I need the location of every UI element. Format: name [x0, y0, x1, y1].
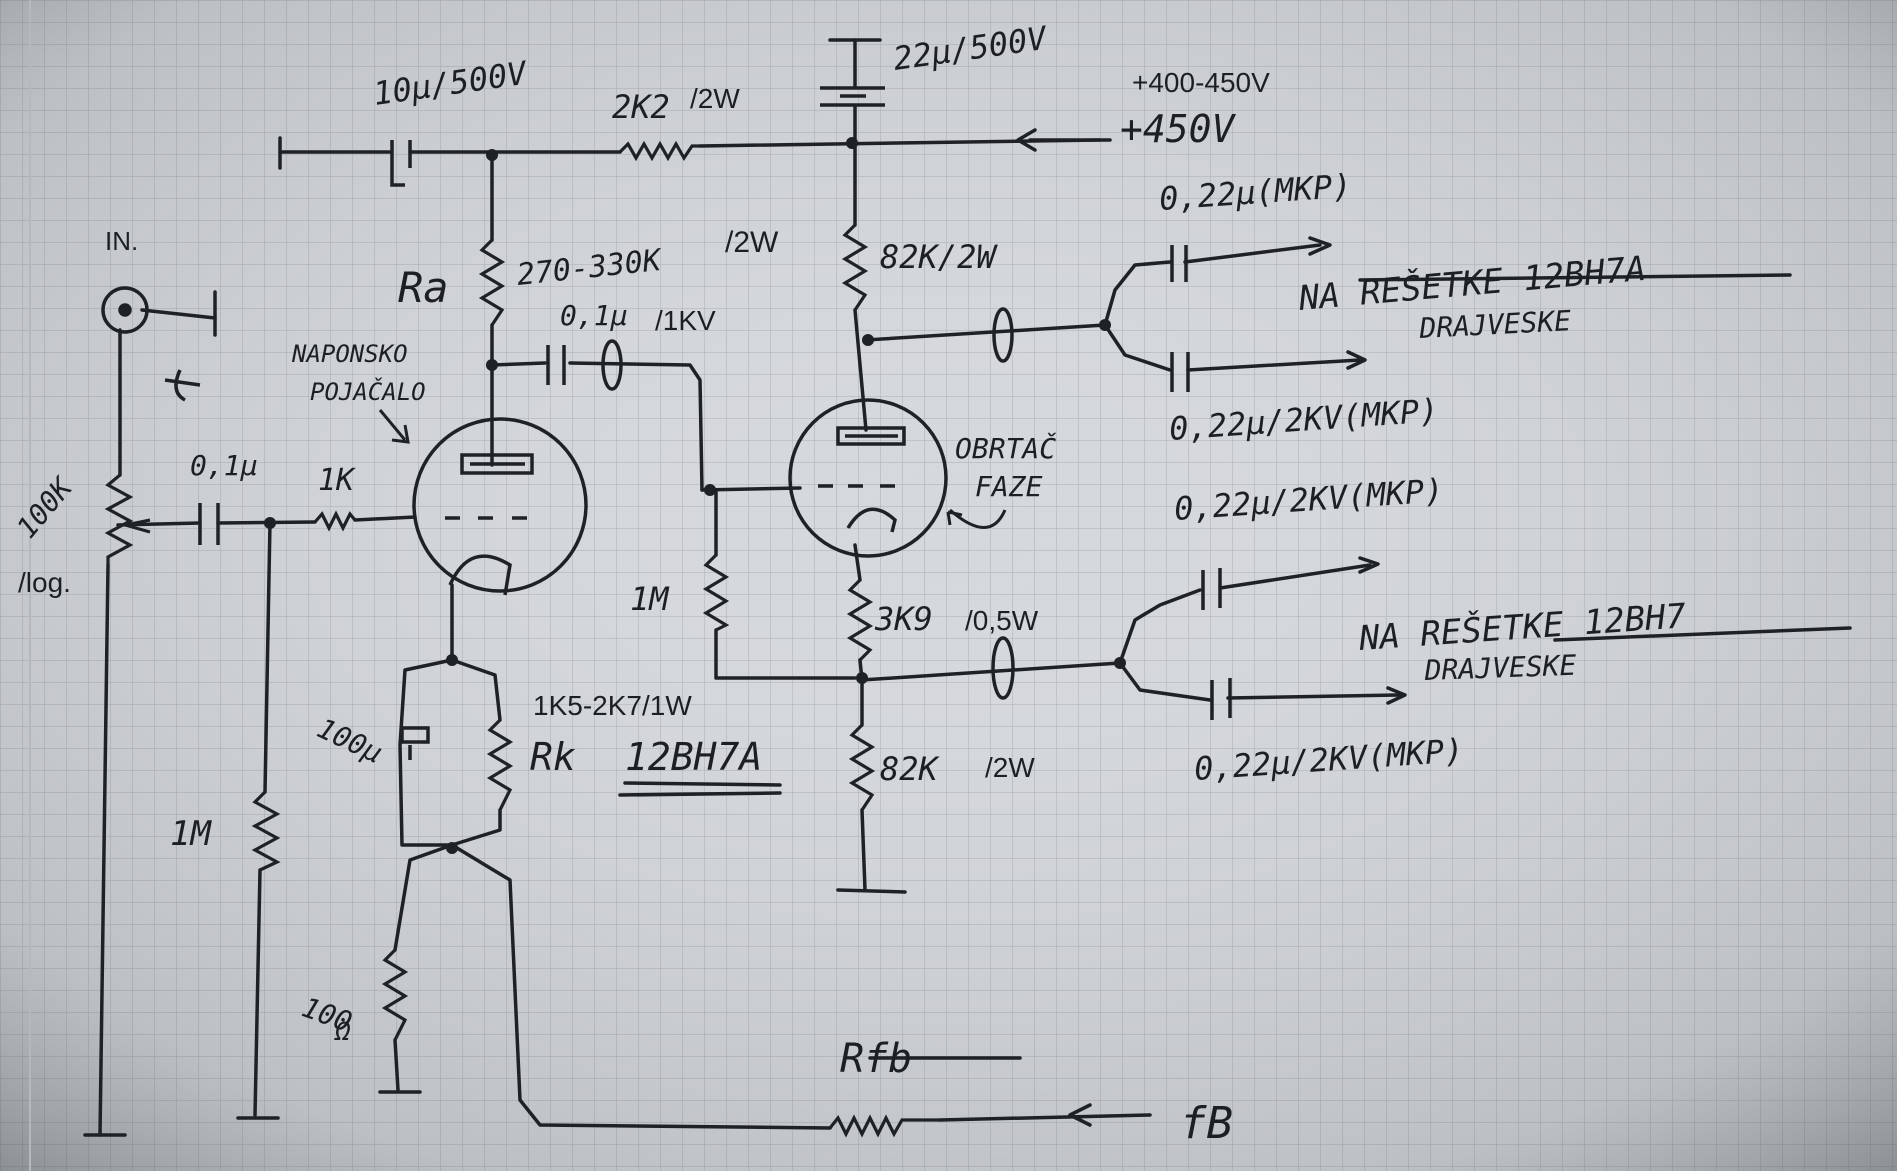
r-82k-top-symbol	[841, 223, 869, 311]
pointer-arrow-tube1	[378, 409, 410, 444]
r-3k9-power-label: /0,5W	[965, 605, 1039, 636]
r-3k9-symbol	[846, 578, 874, 662]
circuit-wires	[83, 38, 1852, 1137]
r-1m-grid-symbol	[702, 553, 730, 632]
pointer-arrow-tube2	[946, 508, 1007, 529]
rk-range-label: 1K5-2K7/1W	[533, 690, 692, 721]
cap-100u-symbol	[400, 726, 430, 760]
in-label: IN.	[105, 226, 138, 256]
cap-22u-symbol	[820, 70, 885, 125]
r-2k2-symbol	[618, 140, 700, 162]
tube-name-label: 12BH7A	[625, 735, 762, 779]
cap-input-label: 0,1μ	[190, 449, 257, 482]
rfb-resistor-symbol	[828, 1114, 940, 1138]
r-82k-bot-label: 82K	[880, 750, 941, 788]
tube-2-phase-inverter	[788, 398, 948, 558]
cap-0u1-1kv-symbol	[546, 339, 623, 391]
obrtac-line2: FAZE	[975, 470, 1043, 503]
r-82k-bot-symbol	[848, 723, 876, 811]
b-plus-hand-label: +450V	[1120, 107, 1237, 151]
pot-100k-symbol	[104, 473, 134, 565]
rk-resistor-symbol	[486, 718, 514, 811]
dest-top-line2: DRAJVESKE	[1418, 304, 1572, 345]
junction-dots	[264, 137, 1126, 854]
r-1m-grid-label: 1M	[630, 580, 670, 618]
r-82k-bot-power-label: /2W	[985, 752, 1035, 783]
r-1m-input-label: 1M	[170, 814, 212, 854]
ra-label: Ra	[398, 263, 449, 312]
r-1k-symbol	[313, 510, 357, 532]
rk-label: Rk	[530, 735, 576, 779]
r-1m-input-symbol	[251, 790, 281, 872]
ra-power-label: /2W	[725, 226, 779, 259]
out-caps-bottom	[991, 568, 1232, 720]
r-82k-top-label: 82K/2W	[880, 238, 998, 276]
r-3k9-label: 3K9	[874, 600, 933, 638]
cap-0u1-1kv-rating: /1KV	[655, 305, 716, 336]
naponsko-line2: POJAČALO	[310, 376, 426, 406]
naponsko-line1: NAPONSKO	[291, 340, 408, 368]
input-jack-symbol	[101, 286, 201, 402]
r-1k-label: 1K	[318, 463, 356, 498]
cap-10u-symbol	[390, 140, 412, 187]
dest-bot-line2: DRAJVESKE	[1423, 649, 1577, 687]
cap-0u1-1kv-label: 0,1μ	[560, 299, 627, 332]
r-2k2-power-label: /2W	[690, 83, 740, 114]
tube-1-voltage-amp	[412, 417, 588, 596]
pot-taper-label: /log.	[18, 567, 71, 598]
typed-labels: /2W +400-450V IN. /2W /1KV /log. /0,5W 1…	[18, 67, 1270, 783]
obrtac-line1: OBRTAČ	[955, 431, 1057, 465]
r-2k2-label: 2K2	[612, 88, 670, 126]
r-100-symbol	[381, 948, 409, 1041]
rfb-label: Rfb	[840, 1036, 912, 1082]
output-arrows	[1308, 236, 1407, 705]
ra-resistor-symbol	[478, 238, 506, 326]
b-plus-typed-label: +400-450V	[1132, 67, 1270, 98]
cap-input-symbol	[198, 503, 220, 545]
pot-wiper-arrow	[124, 518, 151, 534]
fb-label: fB	[1180, 1098, 1233, 1149]
r-100-unit-label: Ω	[334, 1017, 351, 1047]
out-caps-top	[992, 245, 1190, 392]
